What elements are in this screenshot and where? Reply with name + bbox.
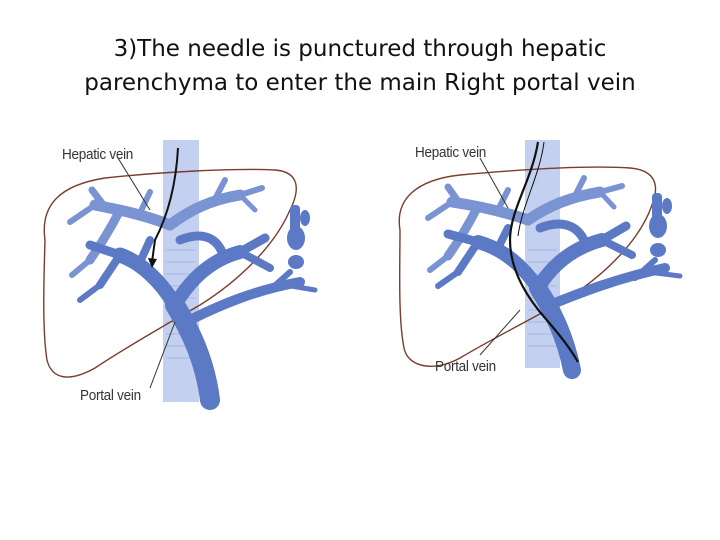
left-liver-diagram: Hepatic vein Portal vein bbox=[43, 140, 318, 410]
portal-vein-branches bbox=[77, 231, 318, 410]
portal-vein-label: Portal vein bbox=[80, 387, 141, 404]
hepatic-vein-label: Hepatic vein bbox=[62, 146, 134, 163]
portal-vein-branches bbox=[435, 219, 683, 379]
liver-outline bbox=[43, 168, 297, 378]
title-line-2: parenchyma to enter the main Right porta… bbox=[84, 70, 636, 96]
portal-leader bbox=[149, 321, 176, 389]
vessel-cluster bbox=[649, 193, 672, 257]
right-liver-diagram: Hepatic vein Portal vein bbox=[360, 0, 720, 540]
needle-tip bbox=[148, 258, 157, 268]
vessel-cluster bbox=[287, 205, 310, 269]
left-diagram-illustration bbox=[43, 140, 318, 410]
portal-vein-label: Portal vein bbox=[435, 358, 496, 375]
hepatic-leader bbox=[117, 157, 151, 211]
title-line-1: 3)The needle is punctured through hepati… bbox=[113, 36, 607, 62]
hepatic-vein-label: Hepatic vein bbox=[415, 144, 487, 161]
needle bbox=[508, 141, 579, 363]
hepatic-leader bbox=[479, 157, 509, 209]
needle bbox=[151, 147, 179, 263]
portal-leader bbox=[479, 309, 521, 356]
needle-guide bbox=[517, 141, 545, 237]
right-diagram-illustration bbox=[398, 140, 683, 379]
slide-title: 3)The needle is punctured through hepati… bbox=[40, 32, 680, 100]
